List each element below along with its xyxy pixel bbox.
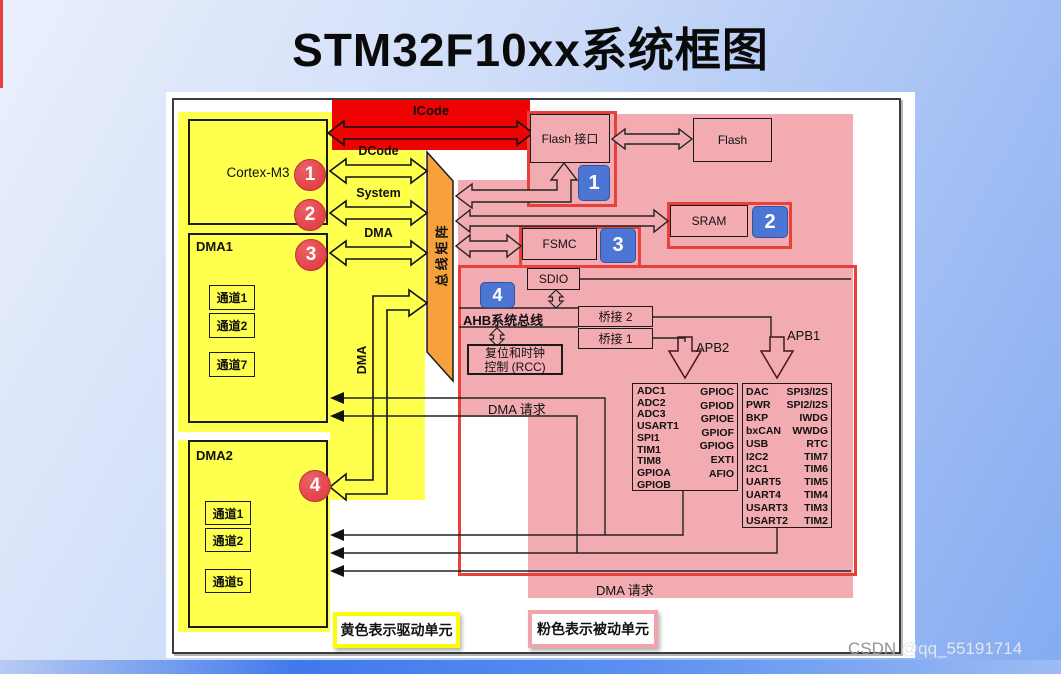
legend-yellow-label: 黄色表示驱动单元 xyxy=(340,622,453,638)
bridge2-label: 桥接 2 xyxy=(598,310,633,324)
marker-red-1: 1 xyxy=(294,159,326,191)
marker-red-4: 4 xyxy=(299,470,331,502)
cortex-m3-label: Cortex-M3 xyxy=(226,164,290,180)
fsmc-block: FSMC xyxy=(522,228,597,260)
passive-left-border xyxy=(0,0,3,88)
flash-block: Flash xyxy=(693,118,772,162)
dma1-channel-7-label: 通道7 xyxy=(216,358,248,372)
legend-pink-label: 粉色表示被动单元 xyxy=(537,621,649,637)
apb2-peripherals-right: GPIOC GPIOD GPIOE GPIOF GPIOG EXTI AFIO xyxy=(699,386,734,480)
dma2-block xyxy=(188,440,328,628)
dma2-channel-5: 通道5 xyxy=(205,569,251,593)
bottom-accent-bar xyxy=(0,660,1061,674)
dma-vertical-label: DMA xyxy=(355,345,369,375)
dma2-channel-2-label: 通道2 xyxy=(212,533,244,548)
bridge1-label: 桥接 1 xyxy=(598,332,633,346)
dma1-label: DMA1 xyxy=(196,239,233,254)
badge-blue-3-label: 3 xyxy=(612,234,624,256)
watermark-handle: @qq_55191714 xyxy=(900,639,1023,658)
fsmc-label: FSMC xyxy=(542,237,577,251)
sram-block: SRAM xyxy=(670,205,748,237)
apb1-peripherals-right: SPI3/I2S SPI2/I2S IWDG WWDG RTC TIM7 TIM… xyxy=(786,386,828,528)
marker-red-1-label: 1 xyxy=(304,164,316,185)
dma2-channel-2: 通道2 xyxy=(205,528,251,552)
marker-red-3: 3 xyxy=(295,239,327,271)
sdio-label: SDIO xyxy=(538,272,569,286)
sram-label: SRAM xyxy=(691,214,727,228)
apb1-peripherals-block xyxy=(742,383,832,528)
flash-interface-label: Flash 接口 xyxy=(541,132,599,146)
apb1-label: APB1 xyxy=(787,328,821,343)
rcc-block: 复位和时钟控制 (RCC) xyxy=(467,344,563,375)
bridge2-block: 桥接 2 xyxy=(578,306,653,327)
flash-interface-block: Flash 接口 xyxy=(530,114,610,163)
bus-matrix-label: 总线矩阵 xyxy=(434,222,450,287)
marker-red-3-label: 3 xyxy=(305,244,317,265)
badge-blue-2: 2 xyxy=(752,206,788,238)
dma-request-mid-label: DMA 请求 xyxy=(488,402,546,417)
dma1-channel-1: 通道1 xyxy=(209,285,255,310)
marker-red-2-label: 2 xyxy=(304,204,316,225)
rcc-label: 复位和时钟控制 (RCC) xyxy=(484,345,546,374)
dma-label: DMA xyxy=(364,226,393,240)
dma-request-bottom-label: DMA 请求 xyxy=(596,583,654,598)
dma2-channel-1-label: 通道1 xyxy=(212,506,244,521)
sdio-block: SDIO xyxy=(527,268,580,290)
flash-label: Flash xyxy=(717,133,748,147)
marker-red-4-label: 4 xyxy=(309,475,321,496)
legend-yellow: 黄色表示驱动单元 xyxy=(333,612,460,648)
icode-label: ICode xyxy=(412,103,450,118)
badge-blue-1-label: 1 xyxy=(588,171,600,194)
badge-blue-1: 1 xyxy=(578,165,610,201)
badge-blue-4-label: 4 xyxy=(492,284,503,305)
watermark-brand: CSDN xyxy=(848,639,897,658)
dma1-channel-1-label: 通道1 xyxy=(216,291,248,305)
watermark: CSDN @qq_55191714 xyxy=(848,639,1022,659)
apb1-peripherals-left: DAC PWR BKP bxCAN USB I2C2 I2C1 UART5 UA… xyxy=(746,386,789,528)
dma2-channel-1: 通道1 xyxy=(205,501,251,525)
diagram-panel-border xyxy=(172,98,901,654)
dma1-channel-2-label: 通道2 xyxy=(216,319,248,333)
ahb-bus-label: AHB系统总线 xyxy=(463,313,544,328)
system-label: System xyxy=(356,186,401,200)
legend-pink: 粉色表示被动单元 xyxy=(528,610,658,648)
dma1-channel-7: 通道7 xyxy=(209,352,255,377)
apb2-peripherals-block xyxy=(632,383,738,491)
dma2-channel-5-label: 通道5 xyxy=(212,574,244,589)
bridge1-block: 桥接 1 xyxy=(578,328,653,349)
marker-red-2: 2 xyxy=(294,199,326,231)
apb2-label: APB2 xyxy=(696,340,730,355)
badge-blue-3: 3 xyxy=(600,228,636,263)
driver-region-strip xyxy=(330,432,425,500)
badge-blue-2-label: 2 xyxy=(764,210,776,233)
badge-blue-4: 4 xyxy=(480,282,515,308)
dma2-label: DMA2 xyxy=(196,448,233,463)
page-title: STM32F10xx系统框图 xyxy=(292,24,769,76)
dma1-channel-2: 通道2 xyxy=(209,313,255,338)
dcode-label: DCode xyxy=(358,144,399,158)
apb2-peripherals-left: ADC1 ADC2 ADC3 USART1 SPI1 TIM1 TIM8 GPI… xyxy=(637,385,680,491)
